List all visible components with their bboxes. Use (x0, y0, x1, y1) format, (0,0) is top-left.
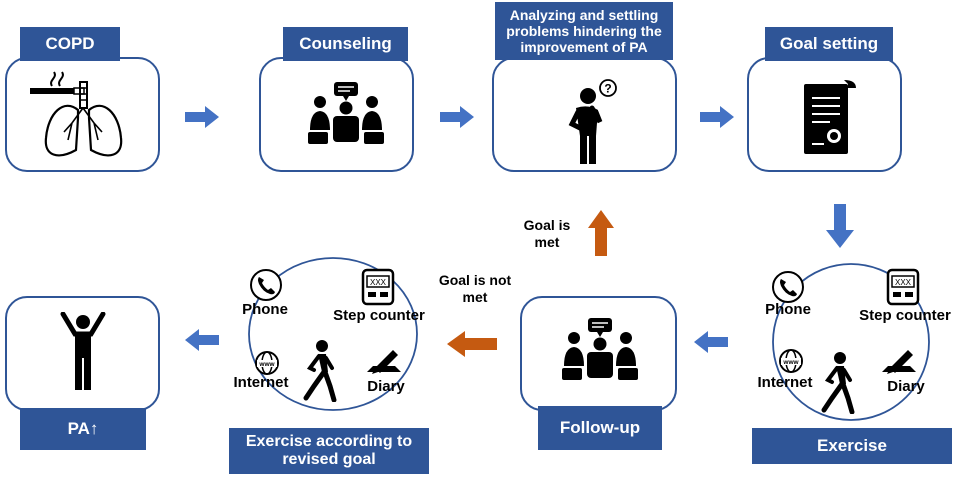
step-counter-label: Step counter (333, 307, 425, 324)
phone-label: Phone (765, 301, 811, 318)
arrow-left-icon (185, 329, 219, 351)
follow-up-label: Follow-up (538, 406, 662, 450)
counseling-label: Counseling (283, 27, 408, 61)
diary-label: Diary (367, 378, 405, 395)
arrow-right-icon (185, 106, 219, 128)
arrow-right-icon (700, 106, 734, 128)
arrow-left-icon (694, 331, 728, 353)
group-meeting-icon (562, 318, 638, 380)
step-counter-icon: XXX (361, 268, 395, 306)
walking-person-icon (303, 340, 337, 402)
group-meeting-icon (308, 82, 384, 144)
pa-label: PA↑ (20, 408, 146, 450)
counseling-box (259, 57, 414, 172)
certificate-scroll-icon (804, 80, 856, 154)
arrow-down-icon (826, 204, 854, 248)
diary-pen-icon (367, 350, 401, 374)
internet-globe-icon: www (779, 349, 803, 373)
walking-person-icon (821, 352, 855, 414)
counter-display-text: XXX (895, 278, 912, 287)
goal-setting-label: Goal setting (765, 27, 893, 61)
exercise-label: Exercise (752, 428, 952, 464)
analyzing-label: Analyzing and settling problems hinderin… (495, 2, 673, 60)
www-text: www (782, 359, 799, 366)
internet-label: Internet (233, 374, 289, 391)
counter-display-text: XXX (370, 278, 387, 287)
arrow-up-orange-icon (588, 210, 614, 256)
lungs-cigarette-icon (30, 71, 123, 157)
arrow-left-orange-icon (447, 331, 497, 357)
thinking-person-icon: ? (568, 79, 617, 164)
www-text: www (258, 361, 275, 368)
internet-label: Internet (757, 374, 813, 391)
diary-label: Diary (887, 378, 925, 395)
diary-pen-icon (882, 350, 916, 374)
arrow-right-icon (440, 106, 474, 128)
goal-not-met-label: Goal is not met (438, 272, 512, 305)
svg-text:?: ? (604, 82, 611, 96)
phone-label: Phone (242, 301, 288, 318)
step-counter-icon: XXX (886, 268, 920, 306)
phone-icon (250, 269, 282, 301)
exercise-cycle-ring (772, 263, 930, 421)
copd-label: COPD (20, 27, 120, 61)
phone-icon (772, 271, 804, 303)
internet-globe-icon: www (255, 351, 279, 375)
step-counter-label: Step counter (859, 307, 951, 324)
exercise-revised-label: Exercise according to revised goal (229, 428, 429, 474)
raised-arms-person-icon (60, 312, 106, 390)
goal-met-label: Goal is met (523, 217, 571, 250)
revised-exercise-cycle-ring (248, 257, 418, 411)
